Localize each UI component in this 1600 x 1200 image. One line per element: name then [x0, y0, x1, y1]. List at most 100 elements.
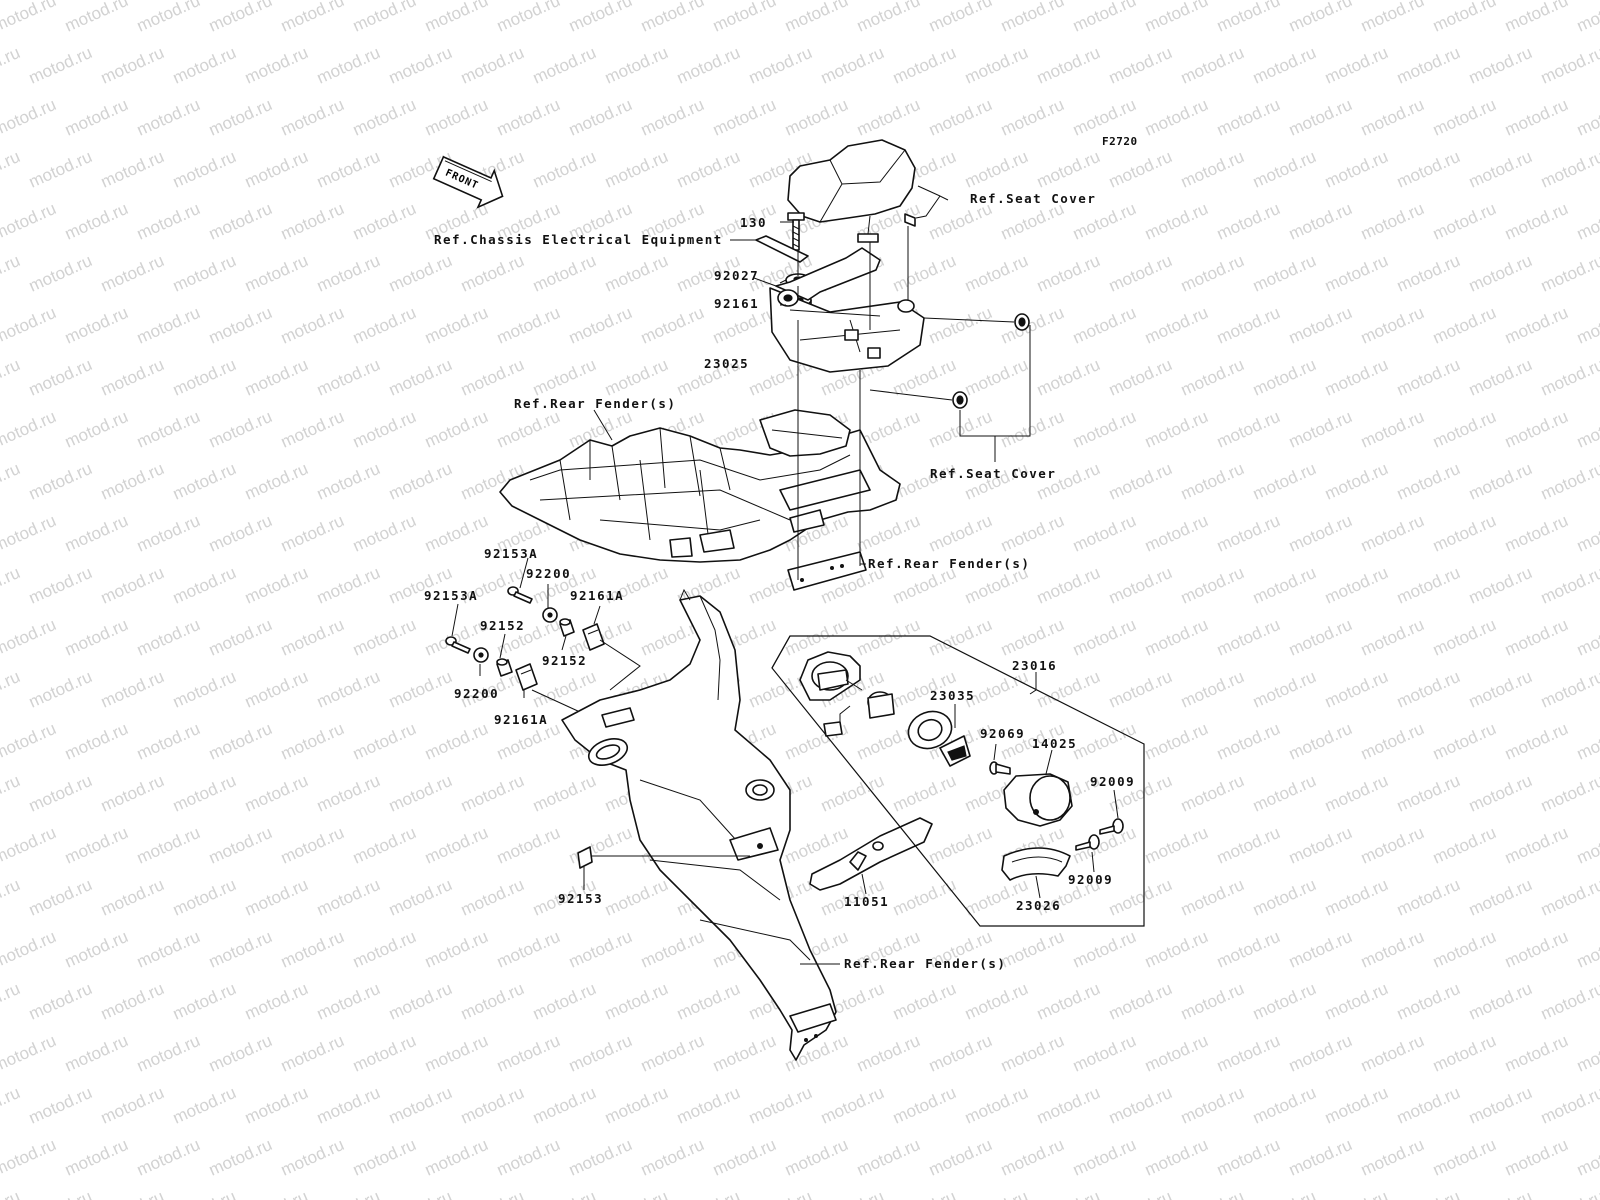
grommet-right-lower-part	[952, 391, 968, 409]
watermark-text: motod.ru	[1358, 823, 1427, 868]
watermark-text: motod.ru	[638, 927, 707, 972]
watermark-text: motod.ru	[1466, 251, 1535, 296]
bracket-23025-part	[769, 247, 925, 373]
watermark-text: motod.ru	[1538, 43, 1600, 88]
watermark-text: motod.ru	[1142, 95, 1211, 140]
watermark-text: motod.ru	[458, 1083, 527, 1128]
watermark-text: motod.ru	[1286, 199, 1355, 244]
watermark-text: motod.ru	[278, 823, 347, 868]
watermark-text: motod.ru	[422, 927, 491, 972]
watermark-text: motod.ru	[566, 1135, 635, 1180]
watermark-text: motod.ru	[1178, 1083, 1247, 1128]
watermark-text: motod.ru	[98, 251, 167, 296]
watermark-text: motod.ru	[314, 147, 383, 192]
watermark-text: motod.ru	[602, 43, 671, 88]
watermark-text: motod.ru	[962, 1187, 1031, 1200]
watermark-text: motod.ru	[1142, 1031, 1211, 1076]
watermark-text: motod.ru	[0, 0, 59, 36]
watermark-text: motod.ru	[1286, 615, 1355, 660]
watermark-text: motod.ru	[458, 771, 527, 816]
watermark-text: motod.ru	[1178, 355, 1247, 400]
bolt-130-part	[787, 212, 805, 251]
front-arrow-icon: FRONT	[432, 155, 504, 209]
watermark-text: motod.ru	[170, 43, 239, 88]
watermark-text: motod.ru	[638, 1031, 707, 1076]
watermark-text: motod.ru	[1538, 147, 1600, 192]
bolt-92153A-left-part	[445, 636, 471, 654]
watermark-text: motod.ru	[242, 147, 311, 192]
watermark-text: motod.ru	[1466, 563, 1535, 608]
watermark-text: motod.ru	[818, 1187, 887, 1200]
watermark-text: motod.ru	[854, 1031, 923, 1076]
watermark-text: motod.ru	[1466, 875, 1535, 920]
watermark-text: motod.ru	[314, 563, 383, 608]
watermark-text: motod.ru	[1142, 199, 1211, 244]
watermark-text: motod.ru	[0, 355, 23, 400]
screw-92009-upper-part	[1099, 818, 1124, 835]
watermark-text: motod.ru	[1574, 615, 1600, 660]
watermark-text: motod.ru	[134, 407, 203, 452]
watermark-text: motod.ru	[422, 303, 491, 348]
watermark-text: motod.ru	[890, 251, 959, 296]
watermark-text: motod.ru	[350, 0, 419, 36]
watermark-text: motod.ru	[0, 407, 59, 452]
watermark-text: motod.ru	[1430, 199, 1499, 244]
washer-92200-upper-part	[542, 607, 558, 623]
ref-rear-fender-top-label: Ref.Rear Fender(s)	[514, 396, 676, 411]
watermark-text: motod.ru	[1574, 199, 1600, 244]
watermark-text: motod.ru	[1286, 511, 1355, 556]
watermark-text: motod.ru	[530, 1083, 599, 1128]
part-92069-label: 92069	[980, 726, 1025, 741]
watermark-text: motod.ru	[890, 875, 959, 920]
watermark-text: motod.ru	[494, 1135, 563, 1180]
part-130-label: 130	[740, 215, 767, 230]
watermark-text: motod.ru	[242, 1083, 311, 1128]
watermark-text: motod.ru	[890, 979, 959, 1024]
watermark-text: motod.ru	[1070, 511, 1139, 556]
watermark-text: motod.ru	[890, 1187, 959, 1200]
watermark-text: motod.ru	[170, 251, 239, 296]
watermark-text: motod.ru	[350, 95, 419, 140]
watermark-text: motod.ru	[278, 927, 347, 972]
watermark-text: motod.ru	[134, 615, 203, 660]
watermark-text: motod.ru	[530, 1187, 599, 1200]
part-92152-left-label: 92152	[480, 618, 525, 633]
watermark-text: motod.ru	[1574, 303, 1600, 348]
watermark-text: motod.ru	[494, 927, 563, 972]
watermark-text: motod.ru	[854, 615, 923, 660]
watermark-text: motod.ru	[1070, 927, 1139, 972]
watermark-text: motod.ru	[62, 95, 131, 140]
cover-23026-part	[1001, 847, 1071, 881]
watermark-text: motod.ru	[170, 979, 239, 1024]
watermark-text: motod.ru	[1358, 407, 1427, 452]
watermark-text: motod.ru	[1142, 823, 1211, 868]
watermark-text: motod.ru	[494, 95, 563, 140]
ref-chassis-electrical-label: Ref.Chassis Electrical Equipment	[434, 232, 723, 247]
watermark-text: motod.ru	[1070, 615, 1139, 660]
watermark-text: motod.ru	[1322, 563, 1391, 608]
watermark-text: motod.ru	[0, 251, 23, 296]
watermark-text: motod.ru	[1214, 407, 1283, 452]
watermark-text: motod.ru	[278, 0, 347, 36]
watermark-text: motod.ru	[0, 511, 59, 556]
watermark-text: motod.ru	[1574, 407, 1600, 452]
watermark-text: motod.ru	[62, 719, 131, 764]
watermark-text: motod.ru	[98, 667, 167, 712]
watermark-text: motod.ru	[998, 95, 1067, 140]
watermark-text: motod.ru	[422, 511, 491, 556]
watermark-text: motod.ru	[1358, 927, 1427, 972]
part-92009-bottom-label: 92009	[1068, 872, 1113, 887]
watermark-text: motod.ru	[170, 1187, 239, 1200]
watermark-text: motod.ru	[170, 667, 239, 712]
watermark-text: motod.ru	[890, 43, 959, 88]
watermark-text: motod.ru	[1142, 511, 1211, 556]
watermark-text: motod.ru	[314, 875, 383, 920]
watermark-text: motod.ru	[26, 355, 95, 400]
watermark-text: motod.ru	[386, 875, 455, 920]
watermark-text: motod.ru	[350, 823, 419, 868]
watermark-text: motod.ru	[890, 1083, 959, 1128]
bulb-socket-part	[867, 691, 971, 767]
part-92027-label: 92027	[714, 268, 759, 283]
watermark-text: motod.ru	[1178, 459, 1247, 504]
